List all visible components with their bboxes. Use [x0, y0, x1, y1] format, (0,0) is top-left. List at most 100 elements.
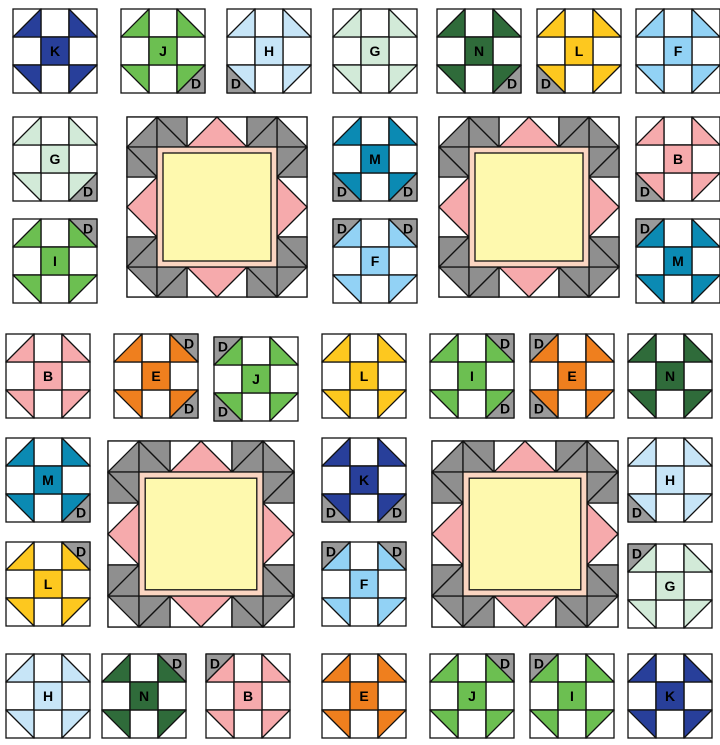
block-cell	[322, 466, 350, 494]
quilt-block-j: DJ	[121, 9, 205, 93]
quilt-block-n: DN	[102, 654, 186, 738]
block-letter-label: B	[43, 368, 53, 384]
block-cell	[530, 682, 558, 710]
block-cell	[6, 362, 34, 390]
block-cell	[69, 37, 97, 65]
block-cell	[350, 654, 378, 682]
block-cell	[41, 173, 69, 201]
quilt-block-k: K	[628, 654, 712, 738]
block-cell	[361, 275, 389, 303]
corner-d-label: D	[392, 544, 402, 560]
block-letter-label: F	[674, 43, 683, 59]
block-letter-label: E	[151, 368, 160, 384]
quilt-block-i: DI	[530, 654, 614, 738]
corner-d-label: D	[507, 75, 517, 91]
block-letter-label: J	[468, 688, 476, 704]
block-cell	[486, 362, 514, 390]
block-cell	[6, 466, 34, 494]
block-letter-label: M	[672, 253, 684, 269]
block-cell	[389, 247, 417, 275]
quilt-block-h: H	[6, 654, 90, 738]
block-cell	[493, 37, 521, 65]
block-cell	[262, 682, 290, 710]
block-cell	[684, 572, 712, 600]
block-letter-label: I	[470, 368, 474, 384]
quilt-block-i: DI	[13, 219, 97, 303]
block-cell	[664, 219, 692, 247]
block-cell	[6, 682, 34, 710]
quilt-block-g: DG	[13, 117, 97, 201]
block-cell	[227, 37, 255, 65]
block-cell	[692, 247, 720, 275]
quilt-block-k: DDK	[322, 438, 406, 522]
quilt-block-j: DJ	[430, 654, 514, 738]
block-letter-label: N	[474, 43, 484, 59]
block-letter-label: M	[369, 151, 381, 167]
block-cell	[62, 570, 90, 598]
block-cell	[664, 173, 692, 201]
block-cell	[664, 65, 692, 93]
block-cell	[34, 494, 62, 522]
block-letter-label: B	[673, 151, 683, 167]
block-cell	[142, 334, 170, 362]
block-cell	[656, 494, 684, 522]
block-cell	[41, 275, 69, 303]
block-cell	[214, 365, 242, 393]
block-cell	[350, 494, 378, 522]
quilt-block-f: DDF	[322, 542, 406, 626]
block-cell	[378, 570, 406, 598]
corner-d-label: D	[500, 656, 510, 672]
block-letter-label: J	[159, 43, 167, 59]
block-cell	[586, 682, 614, 710]
block-cell	[636, 247, 664, 275]
block-cell	[378, 466, 406, 494]
quilt-block-n: N	[628, 334, 712, 418]
block-cell	[656, 710, 684, 738]
block-cell	[34, 542, 62, 570]
block-cell	[458, 710, 486, 738]
block-cell	[558, 334, 586, 362]
block-cell	[361, 117, 389, 145]
block-cell	[350, 390, 378, 418]
block-letter-label: I	[570, 688, 574, 704]
corner-d-label: D	[500, 336, 510, 352]
block-cell	[458, 334, 486, 362]
block-cell	[255, 65, 283, 93]
block-cell	[13, 145, 41, 173]
center-square	[469, 478, 581, 590]
block-cell	[565, 9, 593, 37]
corner-d-label: D	[83, 221, 93, 237]
block-letter-label: N	[665, 368, 675, 384]
block-cell	[158, 682, 186, 710]
quilt-block-e: DDE	[114, 334, 198, 418]
quilt-block-b: DB	[206, 654, 290, 738]
block-letter-label: K	[50, 43, 60, 59]
block-cell	[684, 466, 712, 494]
quilt-block-m: DM	[636, 219, 720, 303]
block-cell	[206, 682, 234, 710]
block-letter-label: G	[50, 151, 61, 167]
corner-d-label: D	[632, 504, 642, 520]
quilt-block-h: DH	[227, 9, 311, 93]
block-cell	[586, 362, 614, 390]
block-cell	[41, 65, 69, 93]
block-letter-label: I	[53, 253, 57, 269]
block-cell	[350, 598, 378, 626]
block-cell	[333, 145, 361, 173]
block-cell	[430, 362, 458, 390]
quilt-block-l: L	[322, 334, 406, 418]
corner-d-label: D	[231, 75, 241, 91]
quilt-block-e: DDE	[530, 334, 614, 418]
block-cell	[378, 682, 406, 710]
block-letter-label: L	[575, 43, 584, 59]
quilt-block-m: DM	[6, 438, 90, 522]
block-cell	[458, 654, 486, 682]
block-cell	[389, 145, 417, 173]
block-cell	[41, 9, 69, 37]
block-letter-label: K	[359, 472, 369, 488]
quilt-block-i: DDI	[430, 334, 514, 418]
block-letter-label: H	[43, 688, 53, 704]
block-cell	[628, 466, 656, 494]
corner-d-label: D	[534, 656, 544, 672]
